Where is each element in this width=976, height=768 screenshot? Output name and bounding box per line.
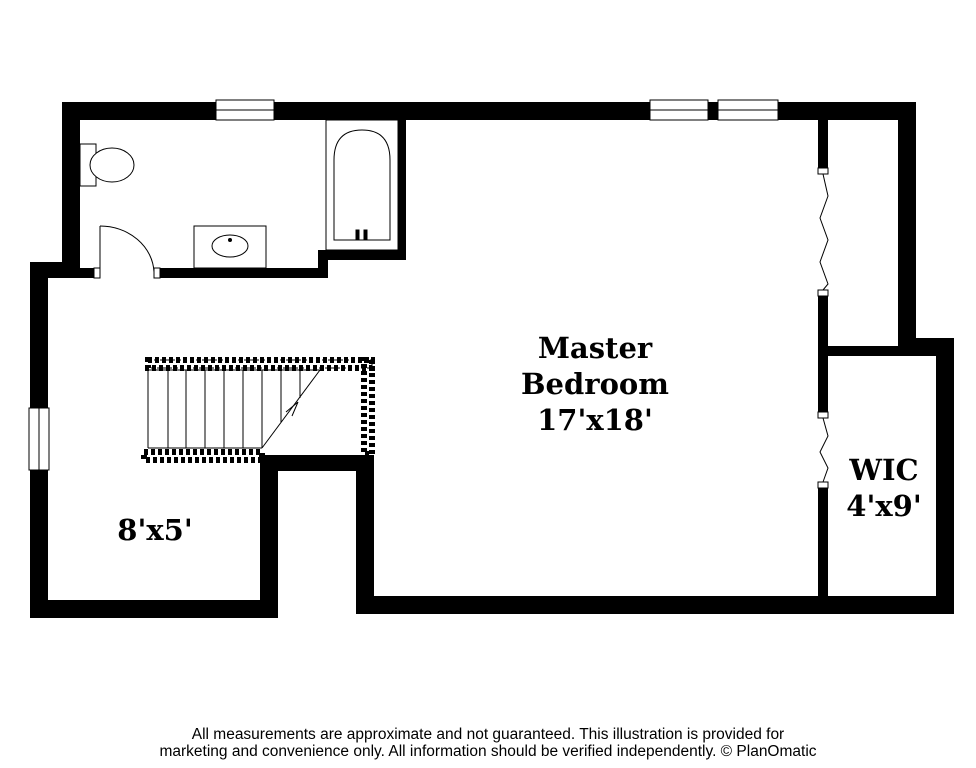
door-icon (93, 225, 161, 279)
wic-label: WIC 4'x9' (832, 452, 936, 524)
window-icon (28, 99, 779, 471)
interior-walls (80, 120, 908, 608)
wic-size: 4'x9' (846, 489, 922, 523)
small-room-label: 8'x5' (90, 512, 220, 548)
sink-icon (193, 225, 267, 269)
master-bedroom-label: Master Bedroom 17'x18' (500, 330, 690, 438)
master-bedroom-name-line1: Master (537, 331, 653, 365)
master-bedroom-name-line2: Bedroom (521, 367, 669, 401)
toilet-icon (79, 143, 135, 187)
stairs-icon (141, 357, 375, 463)
wic-name: WIC (849, 453, 919, 487)
master-bedroom-size: 17'x18' (537, 403, 653, 437)
disclaimer-line1: All measurements are approximate and not… (191, 726, 785, 743)
small-room-size: 8'x5' (117, 513, 193, 547)
closet-door-icon (817, 167, 829, 489)
disclaimer-line2: marketing and convenience only. All info… (159, 743, 817, 760)
bathtub-icon (325, 119, 399, 251)
